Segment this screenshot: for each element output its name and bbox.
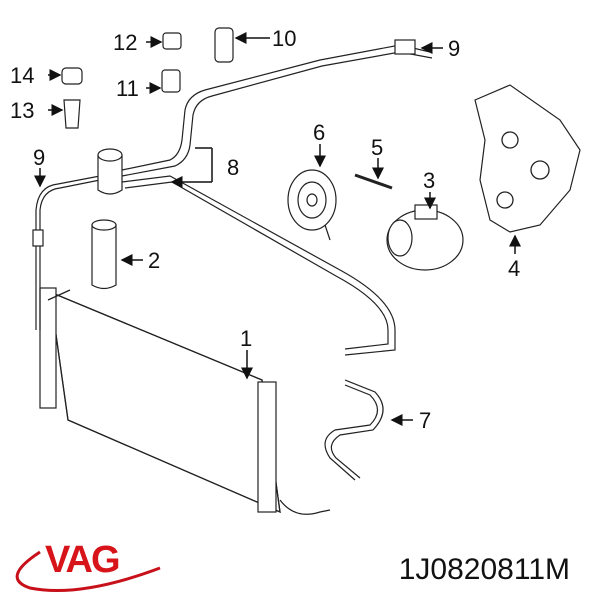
part-12	[162, 32, 182, 50]
callout-3: 3	[423, 168, 435, 193]
callout-6: 6	[313, 120, 325, 145]
callout-11: 11	[116, 76, 139, 101]
bolt	[354, 173, 393, 190]
drier-bracket	[97, 148, 123, 195]
callout-13: 13	[10, 98, 34, 123]
callout-4: 4	[508, 256, 520, 281]
pressure-switch-10	[214, 27, 234, 63]
callout-12: 12	[113, 30, 137, 55]
compressor	[386, 204, 464, 271]
compressor-bracket	[474, 84, 581, 233]
svg-text:VAG: VAG	[45, 539, 119, 581]
callout-7: 7	[419, 408, 431, 433]
part-11	[161, 69, 181, 93]
callout-14: 14	[10, 63, 34, 88]
leader-lines	[34, 32, 521, 426]
hose-7	[324, 379, 384, 481]
callout-2: 2	[148, 248, 160, 273]
part-13	[63, 99, 81, 129]
callout-5: 5	[371, 135, 383, 160]
vag-logo: VAG	[15, 539, 161, 592]
callout-9-left: 9	[33, 145, 45, 170]
part-number: 1J0820811M	[398, 553, 570, 586]
compressor-clutch	[287, 169, 337, 241]
condenser	[39, 287, 281, 514]
hose-left	[35, 175, 101, 330]
part-14	[61, 67, 83, 85]
callout-1: 1	[240, 326, 252, 351]
receiver-drier	[91, 219, 117, 290]
callout-8: 8	[227, 155, 239, 180]
line-8	[121, 44, 431, 171]
line-long	[121, 175, 396, 356]
callout-10: 10	[272, 26, 296, 51]
callout-9-top: 9	[448, 36, 460, 61]
